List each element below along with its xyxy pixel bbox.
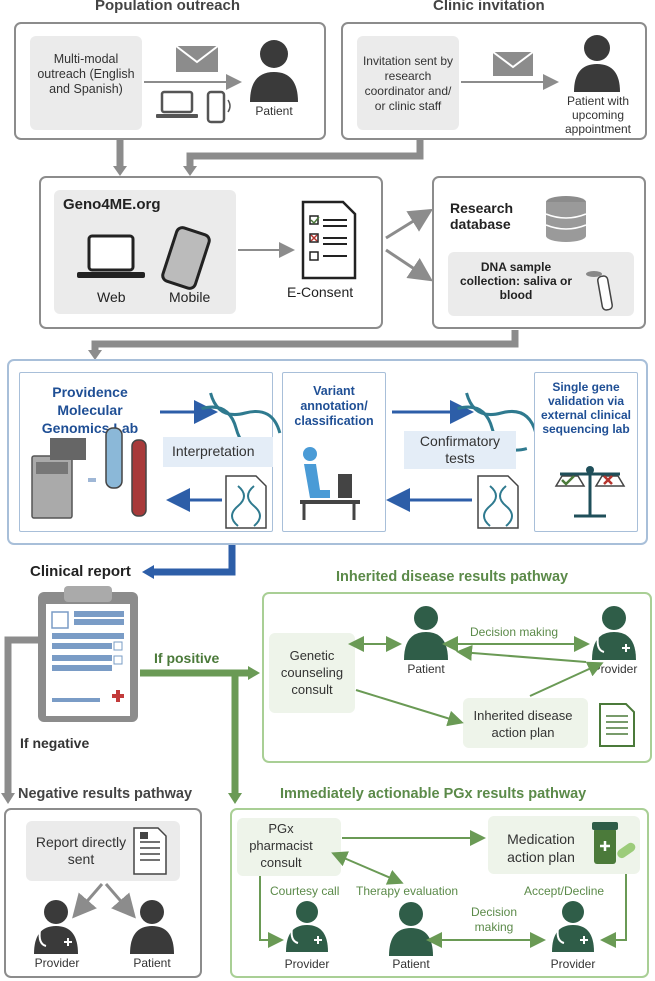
patient-upcoming-icon [574,35,620,92]
geno-to-consent-arrow [238,242,295,258]
outreach-text: Multi-modal outreach (English and Spanis… [37,52,135,96]
mobile-icon-large [161,226,211,290]
patient-label-pgx: Patient [392,957,430,971]
outreach-box [30,36,142,130]
dna-document-icon-1 [225,475,267,529]
courtesy-call-label: Courtesy call [270,884,340,898]
negative-title: Negative results pathway [18,786,193,802]
pgx-title: Immediately actionable PGx results pathw… [280,786,587,802]
laptop-icon [156,90,198,118]
negative-arrows [72,883,136,919]
inherited-action-label: Inherited disease action plan [473,708,573,740]
report-document-icon [133,827,167,875]
therapy-evaluation-label: Therapy evaluation [356,884,459,898]
geno4me-site: Geno4ME.org [63,196,161,213]
population-outreach-title: Population outreach [95,0,241,14]
research-panel: Research database DNA sample collection:… [432,176,646,329]
single-gene-box [534,372,638,532]
decision-making-label-pgx: Decision making [470,905,518,934]
provider-label-inherited: Provider [592,662,638,676]
patient-icon-pgx [389,902,433,956]
provider-label-pgx-1: Provider [284,957,330,971]
provider-label-pgx-2: Provider [550,957,596,971]
invitation-text: Invitation sent by research coordinator … [362,54,454,113]
variant-label: Variant annotation/ classification [294,384,374,428]
provider-label-negative: Provider [34,956,80,970]
balance-scale-icon [554,466,626,518]
negative-panel: Report directly sent Provider Patient [4,808,202,978]
report-to-lab-arrow [166,488,222,512]
research-database-label: Research database [450,200,514,232]
providence-lab-label: Providence Molecular Genomics Lab [41,384,139,436]
outreach-arrow [144,74,242,90]
clinic-invitation-panel: Invitation sent by research coordinator … [341,22,647,140]
patient-icon [250,40,298,102]
document-icon-inherited [599,703,635,747]
dna-sample-label: DNA sample collection: saliva or blood [459,260,573,302]
patient-icon-inherited [404,606,448,660]
laptop-icon-large [77,234,145,278]
inherited-arrows [348,636,604,727]
confirmatory-label: Confirmatory tests [419,433,501,466]
provider-icon-negative [34,900,78,954]
geno4me-panel: Geno4ME.org Web Mobile E-Consent [39,176,383,329]
decision-making-label-inherited: Decision making [470,625,559,639]
provider-icon-pgx-2 [552,901,594,952]
patient-upcoming-label: Patient with upcoming appointment [564,94,632,136]
patient-label-negative: Patient [133,956,171,970]
clipboard-icon [38,586,138,722]
interpretation-label: Interpretation [172,443,255,459]
variant-box [282,372,386,532]
scientist-icon [300,447,360,520]
database-icon [545,196,587,242]
if-negative-label: If negative [20,735,90,751]
econsent-label: E-Consent [287,284,354,300]
envelope-icon [175,45,219,72]
dna-document-icon-2 [477,475,519,529]
phone-icon [206,90,231,124]
clinic-invitation-title: Clinic invitation [433,0,545,14]
report-sent-label: Report directly sent [35,834,127,867]
web-label: Web [97,289,126,305]
accept-decline-label: Accept/Decline [524,884,605,898]
inherited-title: Inherited disease results pathway [336,569,569,585]
medication-label: Medication action plan [507,831,575,865]
single-gene-label: Single gene validation via external clin… [540,380,632,436]
genetic-counseling-label: Genetic counseling consult [280,648,344,697]
clinical-report-title: Clinical report [30,563,131,580]
pgx-arrows [259,830,627,948]
confirmatory-box [404,431,516,469]
pharmacist-label: PGx pharmacist consult [249,821,313,870]
envelope-icon-2 [492,51,534,76]
patient-label-inherited: Patient [407,662,445,676]
population-outreach-panel: Multi-modal outreach (English and Spanis… [14,22,326,140]
confirm-arrows [386,400,474,512]
medication-icon [592,822,636,864]
if-positive-label: If positive [154,650,220,666]
econsent-icon [301,200,357,280]
tube-icon [586,271,613,311]
patient-icon-negative [130,900,174,954]
pharmacist-box [237,818,341,876]
invitation-box [357,36,459,130]
genetic-counseling-box [269,633,355,713]
provider-icon-inherited [592,606,636,660]
invitation-arrow [461,74,559,90]
mobile-label: Mobile [169,289,211,305]
interpretation-box [163,437,273,467]
patient-label: Patient [255,104,293,118]
provider-icon-pgx-1 [286,901,328,952]
lab-equipment-icon [31,427,147,519]
consent-branch-arrows [385,208,434,282]
interp-arrows [88,400,218,482]
inherited-action-box [463,698,588,748]
